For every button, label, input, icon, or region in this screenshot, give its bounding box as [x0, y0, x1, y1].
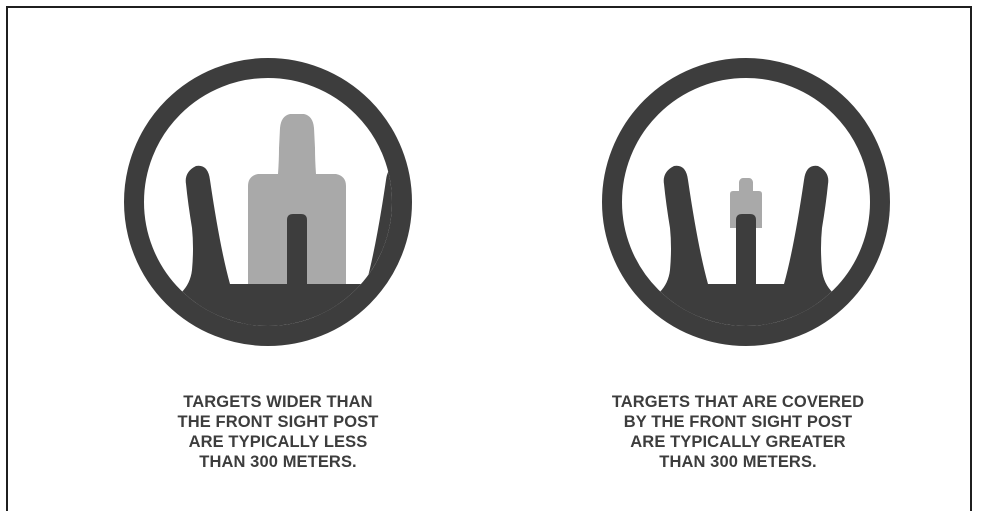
caption-line: THE FRONT SIGHT POST	[177, 413, 379, 431]
caption-line: TARGETS THAT ARE COVERED	[611, 393, 865, 411]
caption-line: TARGETS WIDER THAN	[183, 393, 373, 411]
panel-near-target: TARGETS WIDER THAN THE FRONT SIGHT POST …	[68, 8, 488, 513]
panel-far-target: TARGETS THAT ARE COVERED BY THE FRONT SI…	[528, 8, 948, 513]
sight-picture-near	[124, 58, 412, 346]
figure-frame: TARGETS WIDER THAN THE FRONT SIGHT POST …	[6, 6, 972, 511]
caption-near: TARGETS WIDER THAN THE FRONT SIGHT POST …	[68, 392, 488, 472]
front-sight-post	[622, 165, 870, 326]
target-silhouette-large	[248, 114, 346, 293]
caption-line: ARE TYPICALLY LESS	[188, 433, 368, 451]
rear-aperture-ring	[602, 58, 890, 346]
sight-picture-far	[602, 58, 890, 346]
caption-line: BY THE FRONT SIGHT POST	[623, 413, 853, 431]
caption-far: TARGETS THAT ARE COVERED BY THE FRONT SI…	[528, 392, 948, 472]
caption-line: ARE TYPICALLY GREATER	[630, 433, 846, 451]
caption-line: THAN 300 METERS.	[199, 453, 357, 471]
caption-line: THAN 300 METERS.	[659, 453, 817, 471]
rear-aperture-ring	[124, 58, 412, 346]
